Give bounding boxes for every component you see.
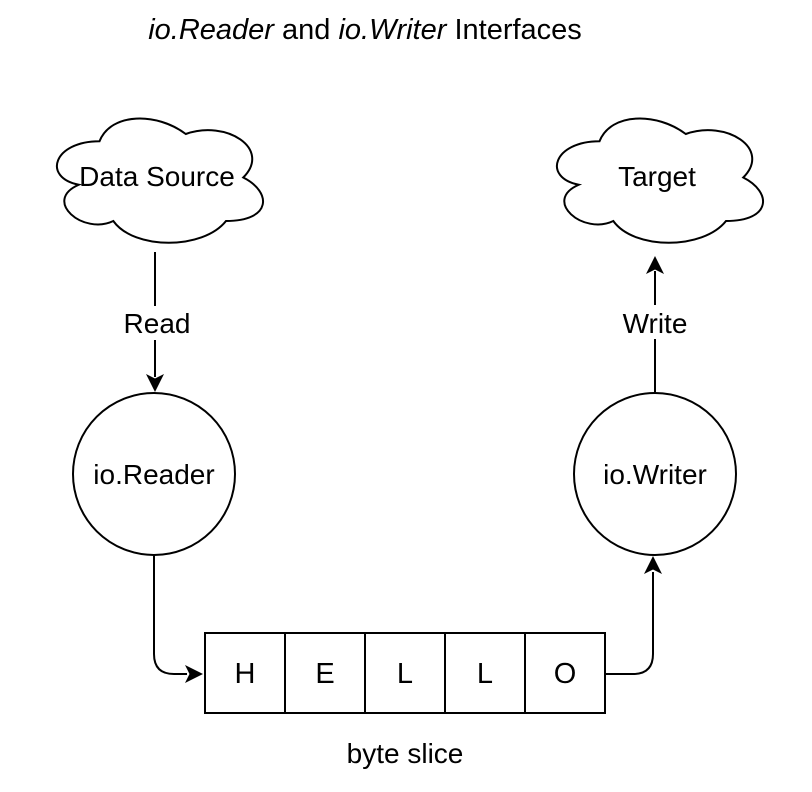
write-label-bg <box>613 305 697 339</box>
title-writer: io.Writer <box>338 14 447 46</box>
slice-cell: L <box>364 632 446 714</box>
write-edge: Write <box>613 256 697 392</box>
io-writer-label: io.Writer <box>603 459 707 490</box>
reader-to-slice-arrowhead-icon <box>185 665 203 683</box>
io-writer-node: io.Writer <box>573 392 737 556</box>
reader-to-slice-connector <box>153 555 203 683</box>
byte-slice-label: byte slice <box>347 738 464 769</box>
slice-to-writer-line <box>605 572 654 675</box>
slice-to-writer-connector <box>605 556 662 675</box>
slice-cell-letter: L <box>477 658 493 690</box>
title-suffix: Interfaces <box>446 14 582 46</box>
title-reader: io.Reader <box>148 14 274 46</box>
read-label: Read <box>124 308 191 339</box>
read-label-bg <box>116 306 198 340</box>
io-writer-circle <box>573 392 737 556</box>
data-source-label: Data Source <box>79 161 235 192</box>
read-arrowhead-icon <box>146 374 164 392</box>
slice-cell-box <box>524 632 606 714</box>
cloud-icon <box>55 117 265 244</box>
slice-cell: O <box>524 632 606 714</box>
slice-to-writer-arrowhead-icon <box>644 556 662 574</box>
slice-cell-box <box>284 632 366 714</box>
data-source-cloud: Data Source <box>55 117 265 244</box>
write-arrowhead-icon <box>646 256 664 274</box>
slice-cell-letter: H <box>235 658 256 690</box>
target-cloud: Target <box>555 117 765 244</box>
slice-cell: E <box>284 632 366 714</box>
slice-cell: H <box>204 632 286 714</box>
write-label: Write <box>623 308 688 339</box>
read-edge: Read <box>116 252 198 392</box>
io-reader-circle <box>72 392 236 556</box>
diagram-title: io.Reader and io.Writer Interfaces <box>0 14 730 47</box>
io-reader-node: io.Reader <box>72 392 236 556</box>
title-and: and <box>273 14 339 46</box>
slice-cell-letter: O <box>554 658 577 690</box>
byte-slice: H E L L O byte slice <box>204 632 606 769</box>
slice-cell: L <box>444 632 526 714</box>
cloud-icon <box>555 117 765 244</box>
slice-cell-letter: L <box>397 658 413 690</box>
io-reader-label: io.Reader <box>93 459 214 490</box>
reader-to-slice-line <box>153 555 187 675</box>
slice-cell-letter: E <box>315 658 334 690</box>
target-label: Target <box>618 161 696 192</box>
